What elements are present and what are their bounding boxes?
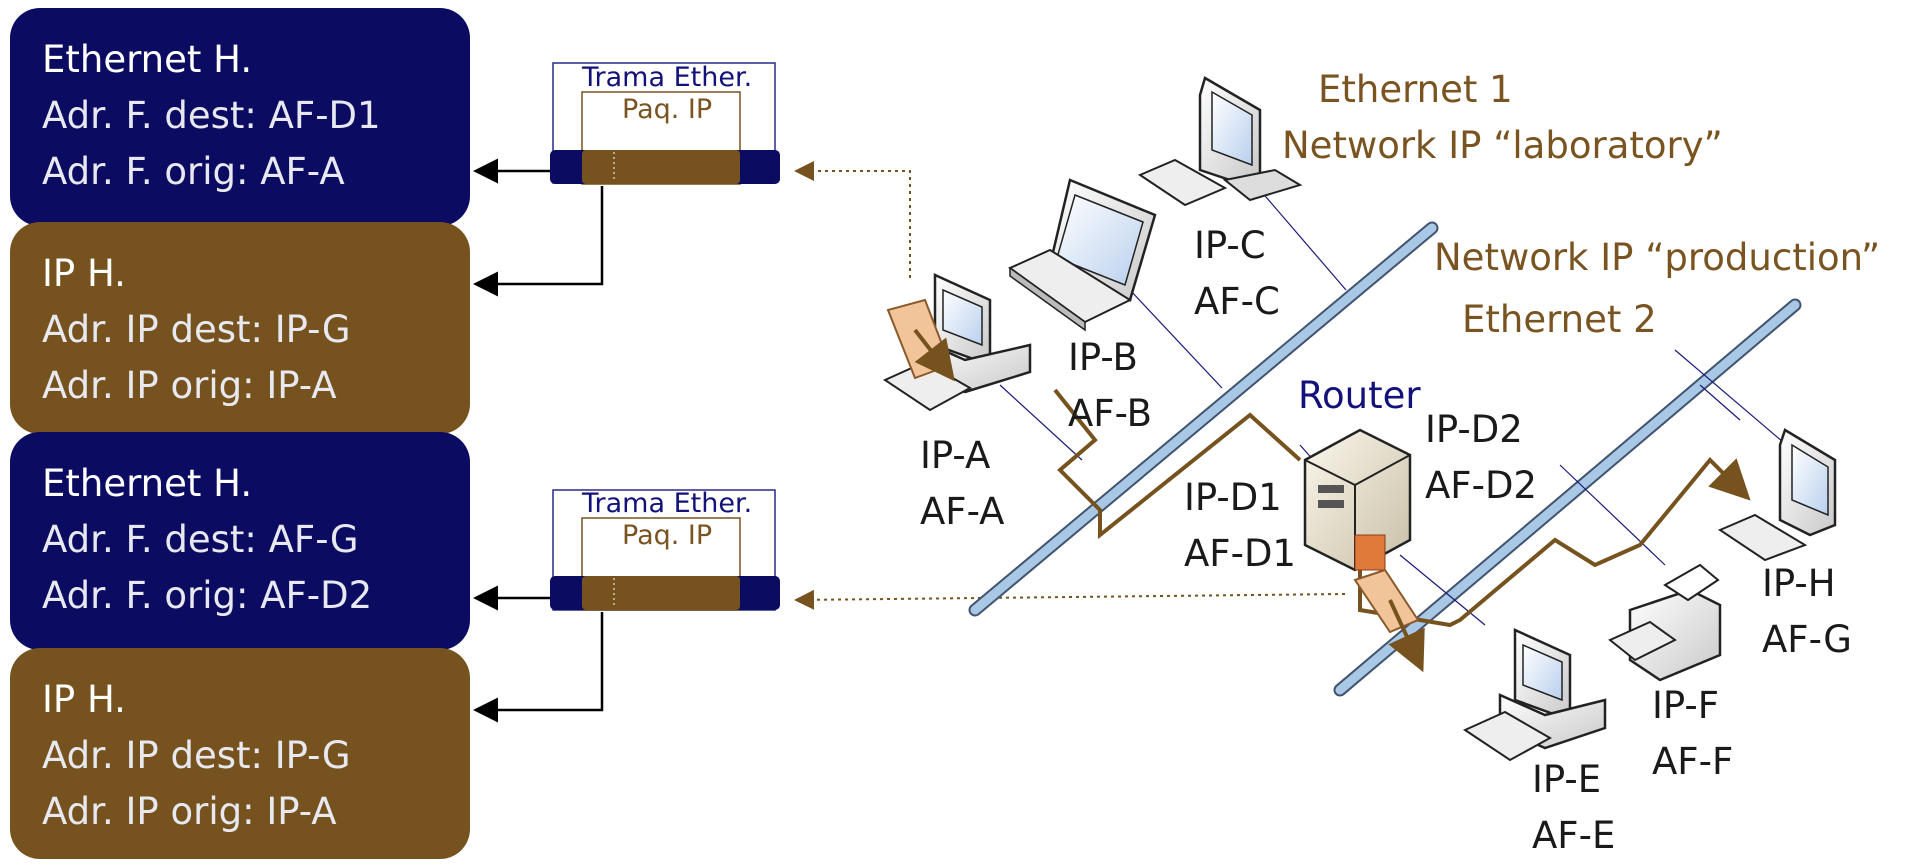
host-a-label: IP-A AF-A (920, 428, 1004, 540)
ip-a: IP-A (920, 428, 1004, 484)
ip-h: IP-H (1762, 556, 1852, 612)
laptop-b-icon (1010, 180, 1155, 330)
packet-label-1: Paq. IP (622, 94, 712, 125)
computer-c-icon (1140, 78, 1300, 205)
computer-a-icon (885, 275, 1030, 410)
router-label: Router (1298, 368, 1421, 424)
af-h: AF-G (1762, 612, 1852, 668)
host-d1-label: IP-D1 AF-D1 (1184, 470, 1296, 582)
af-d2: AF-D2 (1425, 458, 1537, 514)
host-e-label: IP-E AF-E (1532, 752, 1615, 864)
frame-label-1: Trama Ether. (582, 62, 752, 93)
computer-h-icon (1720, 430, 1835, 560)
af-e: AF-E (1532, 808, 1615, 864)
packet-label-2: Paq. IP (622, 520, 712, 551)
ip-b: IP-B (1068, 330, 1152, 386)
ip-d1: IP-D1 (1184, 470, 1296, 526)
host-h-label: IP-H AF-G (1762, 556, 1852, 668)
ethernet1-label: Ethernet 1 (1318, 62, 1513, 118)
host-d2-label: IP-D2 AF-D2 (1425, 402, 1537, 514)
af-b: AF-B (1068, 386, 1152, 442)
ethernet2-label: Ethernet 2 (1462, 292, 1657, 348)
network-laboratory-label: Network IP “laboratory” (1282, 118, 1723, 174)
ip-f: IP-F (1652, 678, 1733, 734)
af-f: AF-F (1652, 734, 1733, 790)
ip-e: IP-E (1532, 752, 1615, 808)
af-c: AF-C (1194, 274, 1280, 330)
af-a: AF-A (920, 484, 1004, 540)
ip-d2: IP-D2 (1425, 402, 1537, 458)
computer-e-icon (1465, 630, 1605, 760)
frame-label-2: Trama Ether. (582, 488, 752, 519)
ip-c: IP-C (1194, 218, 1280, 274)
host-b-label: IP-B AF-B (1068, 330, 1152, 442)
host-c-label: IP-C AF-C (1194, 218, 1280, 330)
af-d1: AF-D1 (1184, 526, 1296, 582)
router-icon (1305, 430, 1420, 665)
printer-f-icon (1610, 565, 1720, 680)
header-arrows (478, 171, 602, 710)
host-f-label: IP-F AF-F (1652, 678, 1733, 790)
network-production-label: Network IP “production” (1434, 230, 1880, 286)
